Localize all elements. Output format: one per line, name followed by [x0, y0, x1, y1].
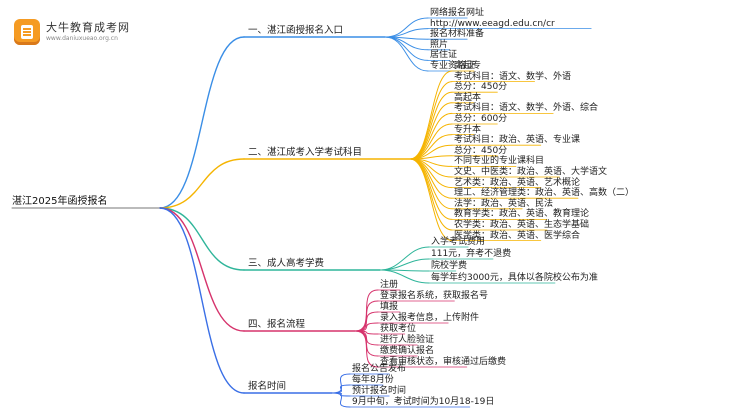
leaf-label: 入学考试费用 [431, 237, 486, 247]
branch-label: 三、成人高考学费 [248, 258, 325, 269]
branch-to-leaf-link [379, 246, 430, 271]
branch-label: 一、湛江函授报名入口 [248, 25, 344, 36]
leaf-label: 高起专 [454, 61, 482, 71]
leaf-label: http://www.eeagd.edu.cn/cr [430, 18, 555, 29]
branch-label: 四、报名流程 [248, 319, 306, 330]
leaf-label: 缴费确认报名 [380, 346, 435, 356]
leaf-label: 理工、经济管理类：政治、英语、高数（二） [454, 188, 635, 199]
branch-to-leaf-link [409, 158, 453, 242]
leaf-label: 医学类：政治、英语、医学综合 [454, 230, 581, 241]
branch-to-leaf-link [409, 134, 453, 160]
leaf-label: 专业资格证 [430, 61, 476, 71]
branch-to-leaf-link [379, 258, 430, 271]
branch-label: 二、湛江成考入学考试科目 [248, 147, 363, 158]
book-icon [14, 19, 40, 45]
leaf-label: 录入报考信息，上传附件 [380, 313, 480, 323]
leaf-label: 注册 [380, 280, 399, 290]
leaf-label: 预计报名时间 [352, 386, 407, 396]
leaf-label: 艺术类：政治、英语、艺术概论 [454, 177, 581, 188]
branch-to-leaf-link [354, 330, 379, 368]
leaf-label: 专升本 [454, 124, 482, 135]
branch-to-leaf-link [409, 70, 453, 160]
leaf-label: 农学类：政治、英语、生态学基础 [454, 220, 590, 230]
branch-to-leaf-link [379, 269, 430, 284]
leaf-label: 9月中旬，考试时间为10月18-19日 [352, 397, 495, 407]
site-logo[interactable]: 大牛教育成考网 www.daniuxueao.org.cn [14, 14, 134, 50]
leaf-label: 报名公告发布 [352, 364, 407, 374]
branch-to-leaf-link [384, 36, 429, 72]
leaf-label: 填报 [380, 302, 399, 312]
leaf-label: 文史、中医类：政治、英语、大学语文 [454, 167, 608, 177]
root-to-branch-link [159, 207, 245, 394]
leaf-label: 总分：450分 [454, 145, 508, 156]
branch-to-leaf-link [384, 28, 429, 38]
branch-to-leaf-link [384, 17, 429, 38]
leaf-label: 居住证 [430, 50, 458, 61]
leaf-label: 每年8月份 [352, 375, 394, 385]
root-to-branch-link [159, 36, 245, 209]
leaf-label: 每学年约3000元，具体以各院校公布为准 [431, 273, 598, 283]
leaf-label: 查看审核状态，审核通过后缴费 [380, 357, 507, 367]
branch-to-leaf-link [331, 384, 351, 394]
root-to-branch-link [159, 158, 245, 209]
root-to-branch-link [159, 207, 245, 271]
leaf-label: 总分：600分 [454, 114, 508, 124]
branch-to-leaf-link [331, 392, 351, 408]
branch-label: 报名时间 [248, 381, 287, 392]
leaf-label: 总分：450分 [454, 82, 508, 93]
leaf-label: 考试科目：语文、数学、外语、综合 [454, 103, 599, 114]
leaf-label: 不同专业的专业课科目 [454, 156, 545, 167]
leaf-label: 教育学类：政治、英语、教育理论 [454, 209, 590, 220]
root-to-branch-link [159, 207, 245, 332]
leaf-label: 法学：政治、英语、民法 [454, 198, 554, 209]
branch-to-leaf-link [409, 158, 453, 231]
logo-name: 大牛教育成考网 [46, 21, 130, 34]
leaf-label: 高起本 [454, 92, 482, 103]
leaf-label: 获取考位 [380, 324, 417, 334]
mindmap-root: 湛江2025年函授报名 [12, 196, 108, 207]
branch-to-leaf-link [409, 81, 453, 160]
branch-to-leaf-link [384, 36, 429, 61]
logo-domain: www.daniuxueao.org.cn [46, 35, 118, 42]
leaf-label: 考试科目：政治、英语、专业课 [454, 135, 581, 146]
leaf-label: 网络报名网址 [430, 8, 485, 18]
leaf-label: 照片 [430, 39, 449, 50]
leaf-label: 报名材料准备 [430, 29, 485, 40]
leaf-label: 考试科目：语文、数学、外语 [454, 71, 572, 82]
leaf-label: 院校学费 [431, 261, 468, 271]
leaf-label: 进行人脸验证 [380, 335, 435, 345]
branch-to-leaf-link [409, 123, 453, 160]
branch-to-leaf-link [409, 102, 453, 160]
branch-to-leaf-link [409, 158, 453, 199]
leaf-label: 登录报名系统，获取报名号 [380, 291, 489, 301]
leaf-label: 111元，弃考不退费 [431, 249, 512, 259]
